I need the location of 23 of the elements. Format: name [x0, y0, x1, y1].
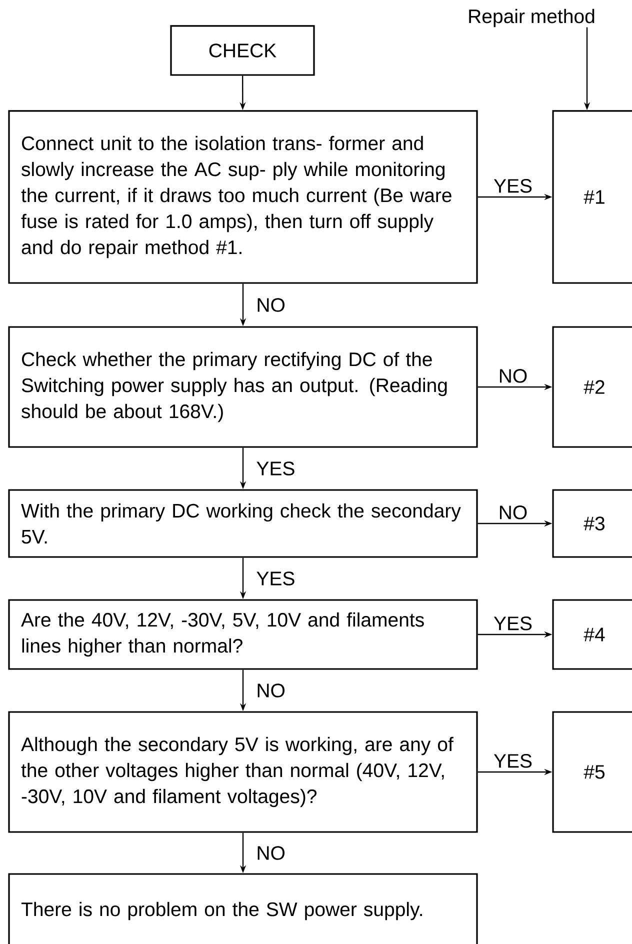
process-box: CHECK: [170, 25, 315, 76]
edge-label: YES: [255, 570, 296, 586]
process-box: Are the 40V, 12V, -30V, 5V, 10V and filaments lines higher than normal?: [8, 599, 478, 670]
edge-label: YES: [492, 616, 534, 632]
process-box: Although the secondary 5V is working, are any of the other voltages higher than normal (40V, 12V, -30V, 10V and filament voltages)?: [8, 711, 478, 833]
process-box: With the primary DC working check the secondary 5V.: [8, 489, 478, 558]
edge-label: NO: [497, 504, 529, 520]
edge-label: YES: [255, 460, 296, 476]
process-box: #5: [552, 711, 632, 833]
edge-label: NO: [255, 297, 286, 313]
process-box: Check whether the primary rectifying DC of the Switching power supply has an output. (Reading should be about 168V.): [8, 326, 478, 448]
edge-label: NO: [255, 845, 286, 861]
process-box: #3: [552, 489, 632, 558]
process-box: There is no problem on the SW power supply.: [8, 873, 478, 944]
process-box: #1: [552, 110, 632, 284]
edge-label: NO: [255, 682, 286, 698]
edge-label: YES: [492, 178, 534, 194]
edge-label: NO: [497, 368, 529, 384]
process-box: Connect unit to the isolation trans- former and slowly increase the AC sup- ply while monitoring the current, if it draws too much current (Be ware fuse is rated for 1.0 amps), then turn off supply and do repair method #1.: [8, 110, 478, 284]
process-box: #4: [552, 599, 632, 670]
heading-text: Repair method: [469, 8, 594, 28]
process-box: #2: [552, 326, 632, 448]
edge-label: YES: [492, 753, 534, 769]
